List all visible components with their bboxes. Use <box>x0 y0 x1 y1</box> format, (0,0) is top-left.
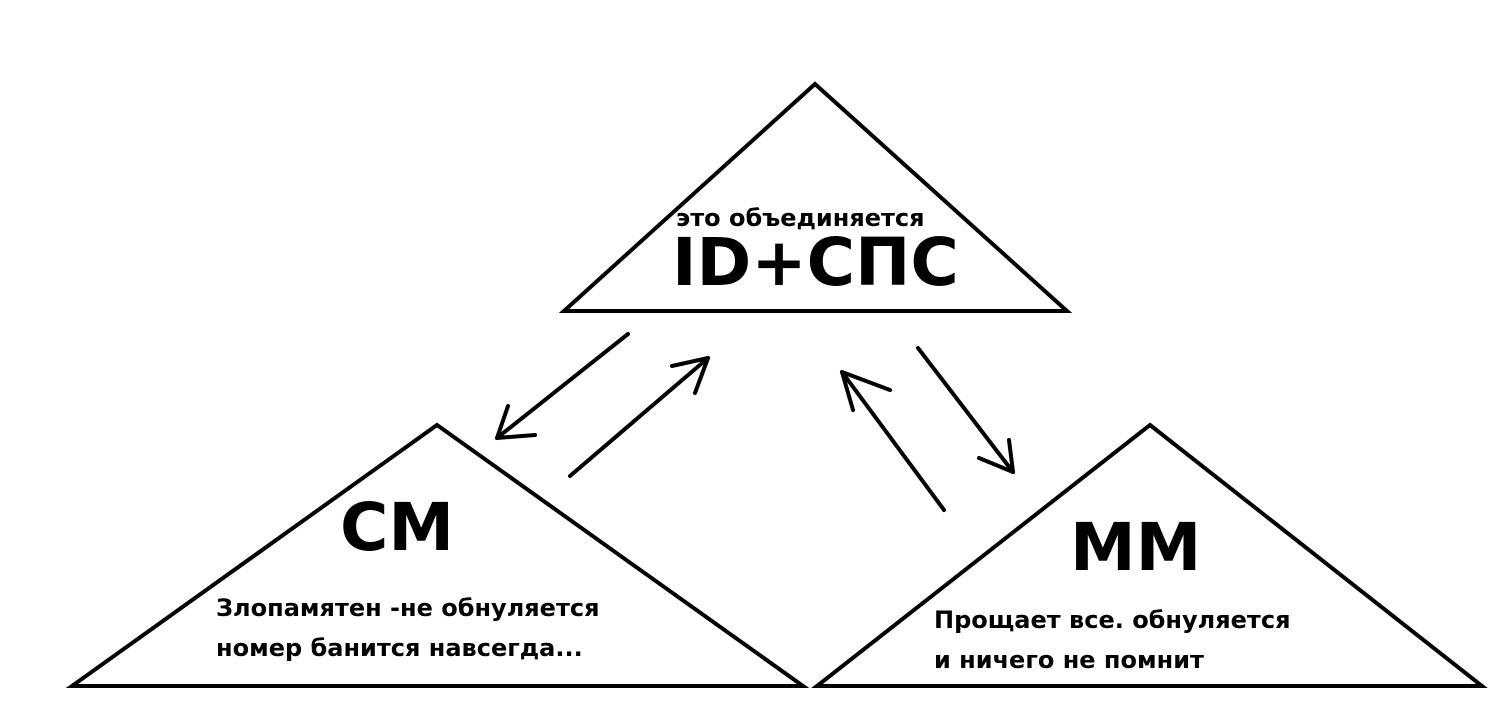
cm-description: Злопамятен -не обнуляется номер банится … <box>216 588 600 668</box>
mm-description: Прощает все. обнуляется и ничего не помн… <box>934 600 1290 680</box>
cm-line-2: номер банится навсегда... <box>216 634 583 662</box>
top-triangle <box>558 81 1073 313</box>
mm-line-2: и ничего не помнит <box>934 646 1204 674</box>
cm-line-1: Злопамятен -не обнуляется <box>216 594 600 622</box>
arrow-left-to-top <box>568 356 710 478</box>
mm-title: ММ <box>1070 509 1202 586</box>
left-triangle <box>65 422 810 688</box>
top-title: ID+СПС <box>672 224 959 301</box>
top-caption: это объединяется <box>676 204 925 232</box>
arrow-right-to-top <box>840 370 946 512</box>
cm-title: СМ <box>340 489 455 566</box>
arrow-top-to-right <box>916 346 1015 474</box>
mm-line-1: Прощает все. обнуляется <box>934 606 1291 634</box>
arrow-top-to-left <box>495 332 630 440</box>
right-triangle <box>811 422 1488 688</box>
